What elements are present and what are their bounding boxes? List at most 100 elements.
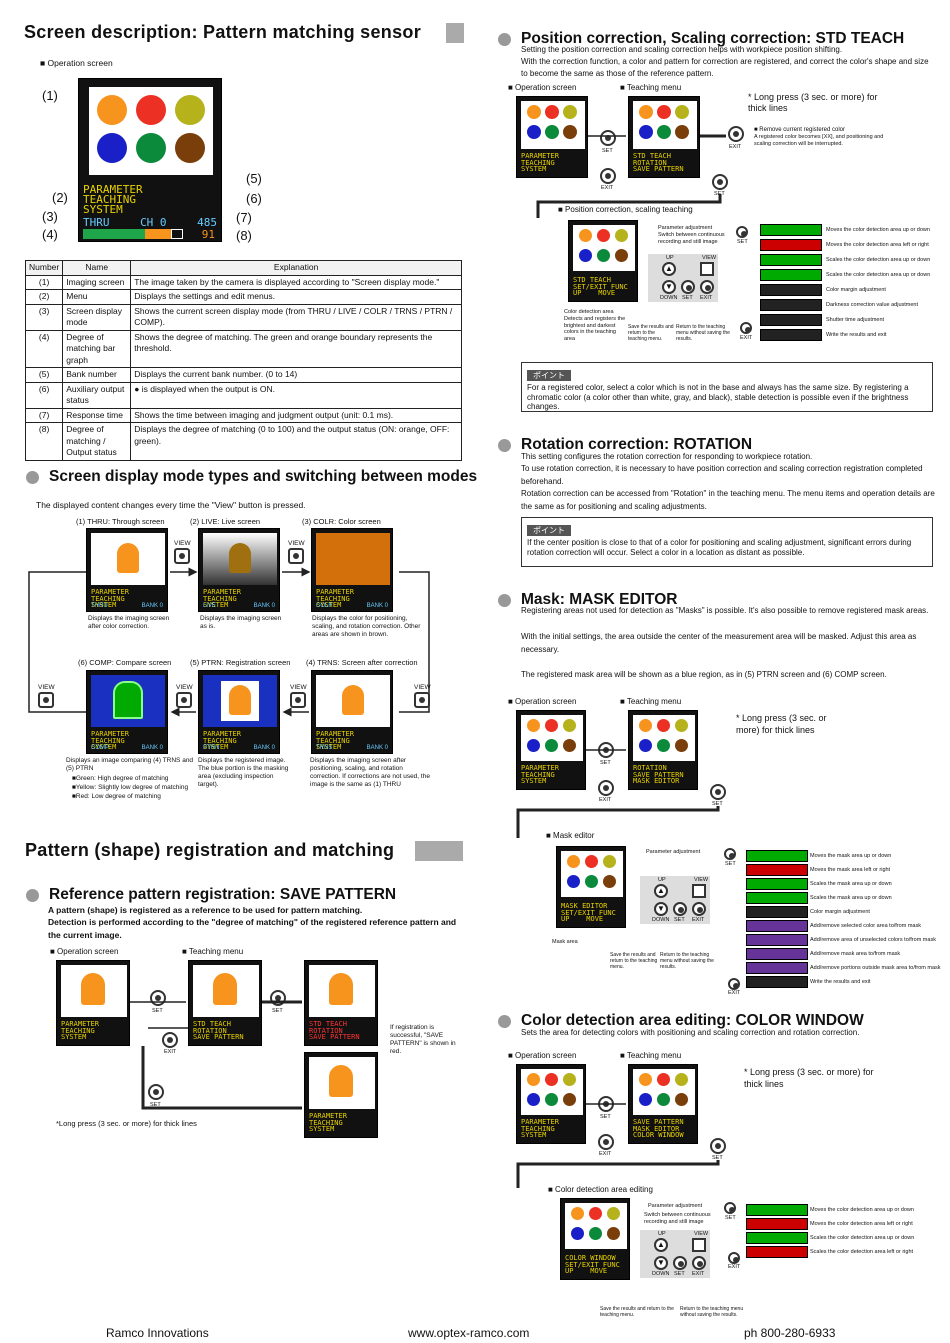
mask-p2: With the initial settings, the area outs…: [521, 632, 917, 654]
mode-lcd-live: PARAMETER TEACHING SYSTEM LIVE BANK 0: [198, 528, 280, 612]
menu-item[interactable]: [746, 934, 808, 946]
menu-item[interactable]: [760, 224, 822, 236]
exit-button[interactable]: [692, 1256, 706, 1270]
menu-item[interactable]: [746, 1232, 808, 1244]
cw-op-lcd: PARAMETER TEACHING SYSTEM: [516, 1064, 586, 1144]
mask-teach-lcd: ROTATION SAVE PATTERN MASK EDITOR: [628, 710, 698, 790]
menu-item[interactable]: [746, 878, 808, 890]
point-tag: ポイント: [527, 525, 571, 536]
exit-button[interactable]: [598, 780, 614, 796]
menu-item[interactable]: [746, 1246, 808, 1258]
point-tag: ポイント: [527, 370, 571, 381]
table-header: Name: [62, 260, 132, 276]
footer-url[interactable]: www.optex-ramco.com: [408, 1326, 530, 1340]
view-button[interactable]: [414, 692, 430, 708]
exit-button[interactable]: [692, 902, 706, 916]
modes-intro: The displayed content changes every time…: [36, 500, 306, 510]
view-button[interactable]: [38, 692, 54, 708]
heading-pattern: Pattern (shape) registration and matchin…: [25, 840, 463, 861]
control-pad: UP VIEW ▲ ▼ DOWN SET EXIT: [648, 254, 718, 302]
std-teach-heading: Position correction, Scaling correction:…: [498, 30, 904, 48]
view-button[interactable]: [700, 262, 714, 276]
view-button[interactable]: [692, 1238, 706, 1252]
up-button[interactable]: ▲: [654, 884, 668, 898]
menu-item[interactable]: [760, 269, 822, 281]
menu-item[interactable]: [746, 962, 808, 974]
set-button[interactable]: [710, 1138, 726, 1154]
save-pattern-heading: Reference pattern registration: SAVE PAT…: [26, 886, 396, 904]
menu-item[interactable]: [746, 906, 808, 918]
down-button[interactable]: ▼: [662, 280, 676, 294]
set-button[interactable]: [724, 1202, 736, 1214]
menu-item[interactable]: [746, 892, 808, 904]
set-button[interactable]: [673, 902, 687, 916]
control-pad: UP VIEW ▲ ▼ DOWN SET EXIT: [640, 1230, 710, 1278]
set-button[interactable]: [736, 226, 748, 238]
view-button[interactable]: [176, 692, 192, 708]
menu-item[interactable]: [746, 850, 808, 862]
menu-item[interactable]: [746, 976, 808, 988]
table-header: Explanation: [130, 260, 462, 276]
main-lcd-num: 485: [197, 216, 217, 229]
menu-item[interactable]: [746, 920, 808, 932]
save-flow-lines: [130, 1000, 302, 1110]
menu-item[interactable]: [746, 1204, 808, 1216]
comp-legend-green: ■Green: High degree of matching: [72, 775, 169, 782]
view-button[interactable]: [288, 548, 304, 564]
down-button[interactable]: ▼: [654, 902, 668, 916]
mode-lcd-colr: PARAMETER TEACHING SYSTEM COLR BANK 0: [311, 528, 393, 612]
mask-op-lcd: PARAMETER TEACHING SYSTEM: [516, 710, 586, 790]
menu-item[interactable]: [746, 948, 808, 960]
comp-legend-yellow: ■Yellow: Slightly low degree of matching: [72, 784, 189, 791]
down-button[interactable]: ▼: [654, 1256, 668, 1270]
callout-8: (8): [236, 228, 252, 243]
set-button[interactable]: [724, 848, 736, 860]
set-button[interactable]: [148, 1084, 164, 1100]
bullet-icon: [498, 593, 511, 607]
set-button[interactable]: [712, 174, 728, 190]
mode-desc-trns: Displays the imaging screen after positi…: [310, 757, 430, 788]
exit-button[interactable]: [740, 322, 752, 334]
mask-heading: Mask: MASK EDITOR: [498, 591, 677, 609]
set-button[interactable]: [600, 130, 616, 146]
mode-desc-ptrn: Displays the registered image. The blue …: [198, 757, 289, 788]
main-lcd-figure: (1) (2) (3) (4) (5) (6) (7) (8) PARAMETE…: [30, 78, 270, 248]
exit-button[interactable]: [728, 978, 740, 990]
menu-item[interactable]: [760, 329, 822, 341]
menu-item[interactable]: [760, 284, 822, 296]
menu-item[interactable]: [746, 864, 808, 876]
menu-item[interactable]: [760, 239, 822, 251]
pos-flow-lines: [536, 134, 726, 218]
set-button[interactable]: [673, 1256, 687, 1270]
menu-item[interactable]: [760, 254, 822, 266]
bullet-icon: [26, 888, 39, 902]
heading-bar: [446, 22, 464, 43]
view-button[interactable]: [290, 692, 306, 708]
bullet-icon: [498, 1014, 511, 1028]
set-button[interactable]: [710, 784, 726, 800]
mode-title-colr: (3) COLR: Color screen: [302, 517, 381, 526]
exit-button[interactable]: [162, 1032, 178, 1048]
exit-button[interactable]: [600, 168, 616, 184]
view-button[interactable]: [692, 884, 706, 898]
view-button[interactable]: [174, 548, 190, 564]
up-button[interactable]: ▲: [654, 1238, 668, 1252]
menu-item[interactable]: [760, 299, 822, 311]
callout-7: (7): [236, 210, 252, 225]
rotation-p1: This setting configures the rotation cor…: [521, 452, 813, 461]
menu-item[interactable]: [760, 314, 822, 326]
exit-button[interactable]: [728, 126, 744, 142]
pos-teach-edit-lcd: STD TEACH SET/EXIT FUNC UP MOVE: [568, 220, 638, 302]
exit-button[interactable]: [700, 280, 714, 294]
menu-item[interactable]: [746, 1218, 808, 1230]
set-button[interactable]: [681, 280, 695, 294]
up-button[interactable]: ▲: [662, 262, 676, 276]
mask-flow-lines: [516, 749, 720, 838]
exit-button[interactable]: [598, 1134, 614, 1150]
mode-title-ptrn: (5) PTRN: Registration screen: [190, 658, 291, 667]
exit-button[interactable]: [728, 1252, 740, 1264]
